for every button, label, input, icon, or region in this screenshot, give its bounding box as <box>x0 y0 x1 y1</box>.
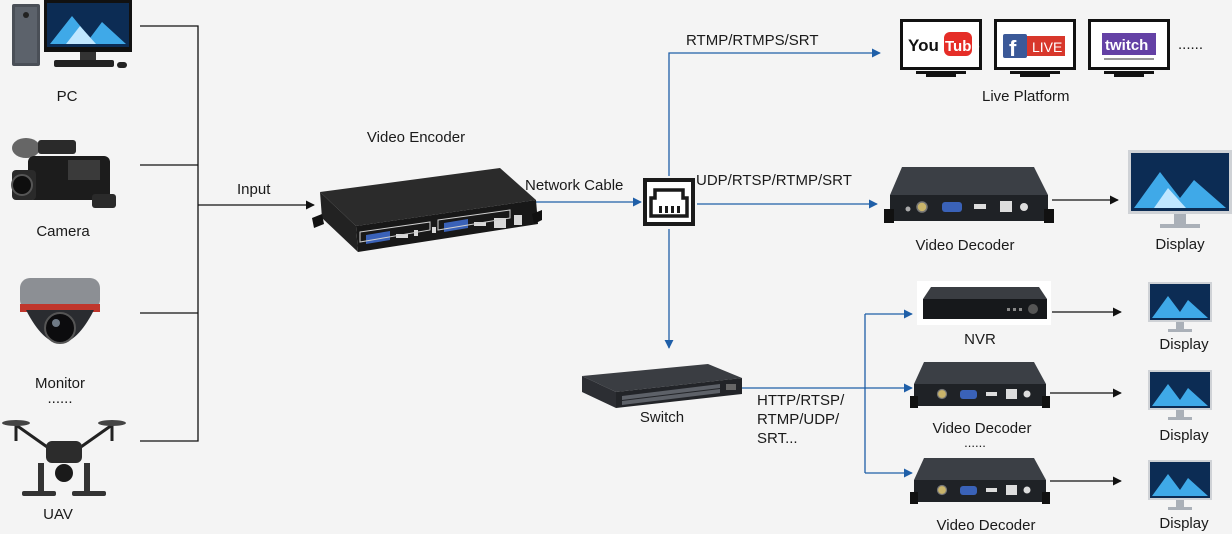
display-main-label: Display <box>1155 236 1205 253</box>
video-decoder-3-label: Video Decoder <box>936 517 1036 534</box>
facebook-live-platform-screen: f LIVE <box>994 19 1076 81</box>
monitor-more: ...... <box>47 390 73 407</box>
youtube-tube-text: Tube <box>945 38 980 55</box>
monitor-label: Monitor <box>34 375 86 392</box>
ethernet-port-icon <box>641 176 697 228</box>
display-2-icon <box>1148 370 1212 422</box>
uav-label: UAV <box>43 506 73 523</box>
pc-label: PC <box>56 88 78 105</box>
display-2-label: Display <box>1159 427 1209 444</box>
http-protocol-line-3: SRT... <box>757 430 798 447</box>
video-decoder-main-device <box>884 165 1054 233</box>
youtube-you-text: You <box>908 36 939 55</box>
input-bracket <box>140 25 199 442</box>
pc-icon <box>10 0 135 72</box>
twitch-platform-screen: twitch <box>1088 19 1170 81</box>
http-protocol-line-1: HTTP/RTSP/ <box>757 392 845 409</box>
svg-text:f: f <box>1009 36 1017 61</box>
more-platforms: ...... <box>1178 36 1204 53</box>
input-label: Input <box>237 181 271 198</box>
video-decoder-2-device <box>910 360 1050 416</box>
camera-icon <box>8 132 126 212</box>
camera-label: Camera <box>36 223 90 240</box>
switch-label: Switch <box>639 409 685 426</box>
display-3-icon <box>1148 460 1212 512</box>
decoder-more: ...... <box>964 435 986 450</box>
video-decoder-2-label: Video Decoder <box>932 420 1032 437</box>
dome-camera-icon <box>18 276 102 360</box>
display-1-label: Display <box>1159 336 1209 353</box>
nvr-label: NVR <box>964 331 996 348</box>
twitch-text: twitch <box>1105 37 1148 54</box>
network-cable-label: Network Cable <box>525 177 624 194</box>
video-encoder-label: Video Encoder <box>366 129 466 146</box>
video-decoder-main-label: Video Decoder <box>915 237 1015 254</box>
youtube-platform-screen: You Tube <box>900 19 982 81</box>
rtmp-arrow <box>668 48 881 176</box>
video-encoder-device <box>310 164 542 256</box>
display-1-icon <box>1148 282 1212 334</box>
video-decoder-3-device <box>910 456 1050 512</box>
display-3-label: Display <box>1159 515 1209 532</box>
facebook-live-text: LIVE <box>1032 39 1062 55</box>
nvr-device <box>917 281 1051 325</box>
http-protocol-line-2: RTMP/UDP/ <box>757 411 840 428</box>
live-platform-label: Live Platform <box>982 88 1070 105</box>
display-main-icon <box>1128 150 1232 232</box>
rtmp-protocol-label: RTMP/RTMPS/SRT <box>686 32 819 49</box>
network-switch-device <box>582 362 742 408</box>
udp-protocol-label: UDP/RTSP/RTMP/SRT <box>696 172 852 189</box>
uav-icon <box>2 415 126 501</box>
